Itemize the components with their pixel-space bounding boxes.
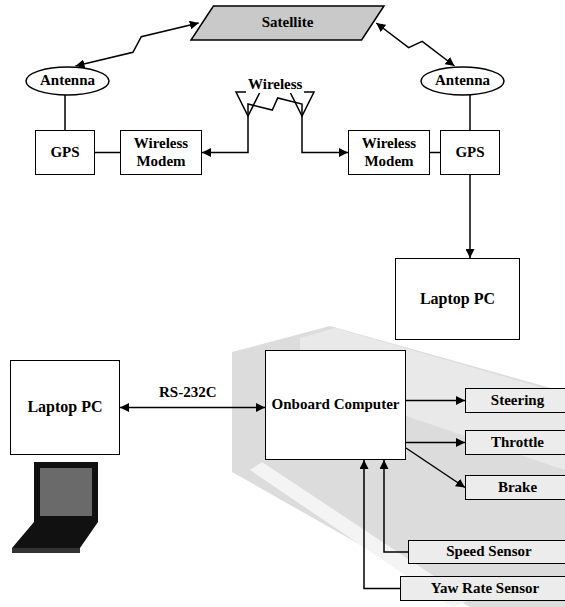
node-text: Wireless Modem xyxy=(349,135,429,170)
node-text: Wireless Modem xyxy=(121,135,201,170)
connector-arrow xyxy=(406,400,465,402)
node-text: Throttle xyxy=(488,434,547,451)
vehicle-body xyxy=(232,326,565,607)
connector-arrow xyxy=(406,442,465,444)
connector-arrow xyxy=(406,448,465,488)
connector-line xyxy=(469,95,471,130)
edge-label: RS-232C xyxy=(157,384,219,401)
node-text: Antenna xyxy=(37,72,98,89)
node-text: GPS xyxy=(47,144,82,161)
actuator-box: Steering xyxy=(465,388,565,413)
antenna-ellipse: Antenna xyxy=(25,66,110,96)
connector-line xyxy=(430,152,440,154)
connector-arrow xyxy=(376,23,454,66)
modem-box: Wireless Modem xyxy=(120,130,202,175)
connector-arrow xyxy=(202,98,348,153)
antenna-ellipse: Antenna xyxy=(420,66,505,96)
edge-label: Wireless xyxy=(246,76,304,93)
node-text: Satellite xyxy=(259,14,317,31)
node-text: Laptop PC xyxy=(417,290,498,308)
computer-box: Onboard Computer xyxy=(265,350,406,460)
connector-line xyxy=(95,152,120,154)
node-text: Laptop PC xyxy=(24,398,105,416)
actuator-box: Brake xyxy=(465,475,565,500)
node-text: Yaw Rate Sensor xyxy=(428,580,542,597)
node-text: Steering xyxy=(488,392,547,409)
connector-line xyxy=(64,95,66,130)
connector-arrow xyxy=(120,407,265,409)
connector-arrow xyxy=(364,460,400,589)
node-text: GPS xyxy=(452,144,487,161)
connector-arrow xyxy=(384,460,408,552)
node-text: Antenna xyxy=(432,72,493,89)
node-text: Brake xyxy=(495,479,540,496)
gps-box: GPS xyxy=(35,130,95,175)
connector-arrow xyxy=(76,23,199,66)
satellite-shape: Satellite xyxy=(190,5,385,41)
node-text: Speed Sensor xyxy=(443,543,534,560)
modem-box: Wireless Modem xyxy=(348,130,430,175)
connector-arrow xyxy=(469,175,471,258)
laptop-icon xyxy=(12,462,98,553)
gps-box: GPS xyxy=(440,130,500,175)
node-text: Onboard Computer xyxy=(269,396,403,413)
laptop-box: Laptop PC xyxy=(395,258,520,340)
sensor-box: Yaw Rate Sensor xyxy=(400,576,565,601)
laptop-box: Laptop PC xyxy=(10,360,120,455)
sensor-box: Speed Sensor xyxy=(408,540,565,564)
actuator-box: Throttle xyxy=(465,430,565,455)
